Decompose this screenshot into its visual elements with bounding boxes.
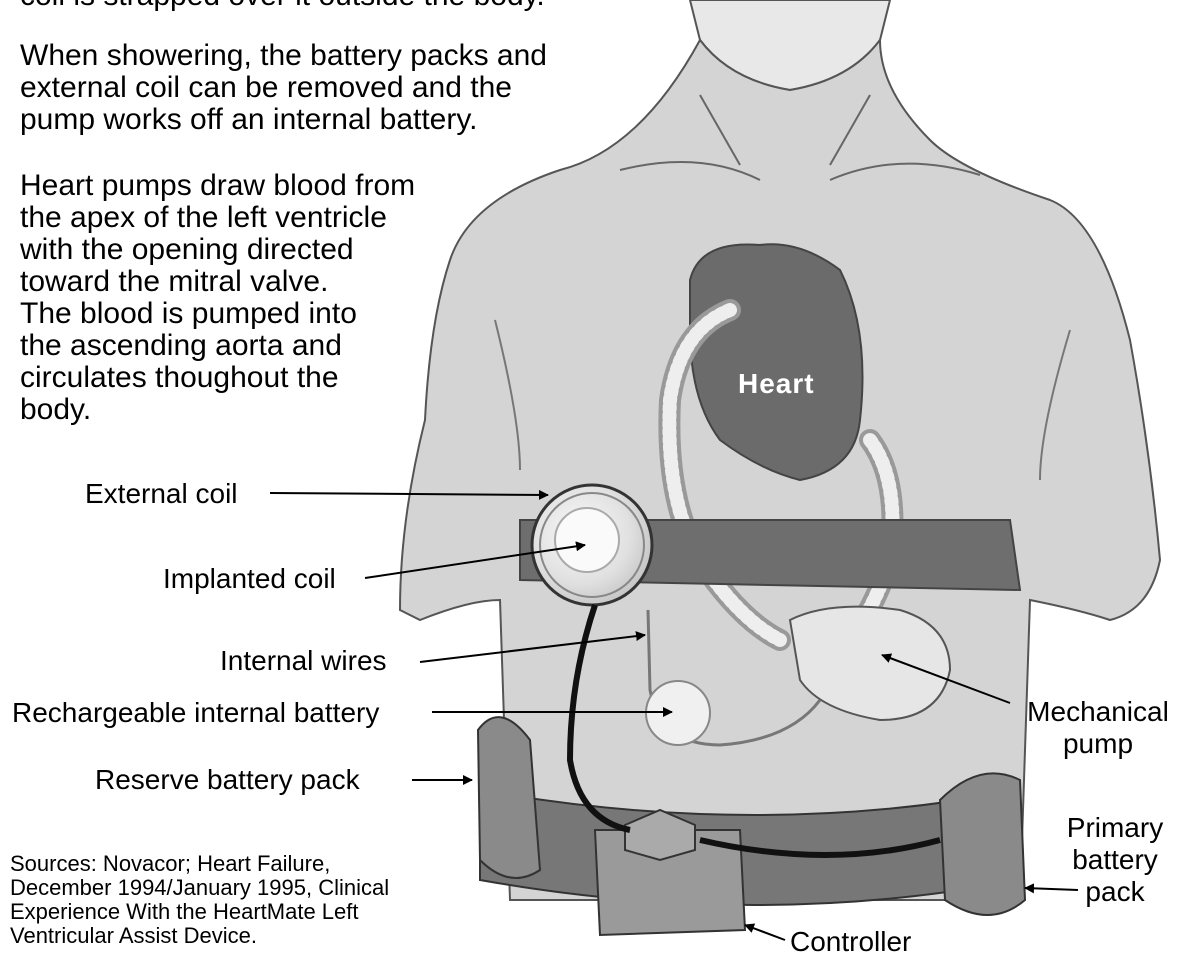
sources-line: Ventricular Assist Device.	[10, 924, 389, 948]
pumps-line: the ascending aorta and	[20, 330, 415, 362]
pumps-line: Heart pumps draw blood from	[20, 170, 415, 202]
primary-battery-pack	[940, 773, 1025, 915]
pumps-paragraph: Heart pumps draw blood from the apex of …	[20, 170, 415, 426]
implanted-coil-label: Implanted coil	[163, 563, 336, 595]
mechanical-pump-label: Mechanical pump	[1018, 696, 1178, 760]
pumps-line: The blood is pumped into	[20, 298, 415, 330]
internal-wires-label: Internal wires	[220, 645, 387, 677]
mechanical-pump-line: pump	[1018, 728, 1178, 760]
showering-line: When showering, the battery packs and	[20, 40, 547, 72]
top-paragraph-fragment: coil is strapped over it outside the bod…	[20, 0, 545, 12]
showering-line: external coil can be removed and the	[20, 72, 547, 104]
pumps-line: with the opening directed	[20, 234, 415, 266]
mechanical-pump-line: Mechanical	[1018, 696, 1178, 728]
internal-battery-label: Rechargeable internal battery	[12, 697, 379, 729]
pumps-line: the apex of the left ventricle	[20, 202, 415, 234]
pumps-line: toward the mitral valve.	[20, 266, 415, 298]
sources-line: Sources: Novacor; Heart Failure,	[10, 852, 389, 876]
primary-battery-label: Primary battery pack	[1050, 812, 1180, 908]
sources-line: Experience With the HeartMate Left	[10, 900, 389, 924]
primary-battery-line: pack	[1050, 876, 1180, 908]
reserve-battery-label: Reserve battery pack	[95, 764, 360, 796]
primary-battery-line: battery	[1050, 844, 1180, 876]
sources-line: December 1994/January 1995, Clinical	[10, 876, 389, 900]
primary-battery-line: Primary	[1050, 812, 1180, 844]
controller-label: Controller	[790, 926, 911, 958]
pumps-line: body.	[20, 394, 415, 426]
pumps-line: circulates thoughout the	[20, 362, 415, 394]
implanted-coil	[555, 508, 619, 572]
sources-note: Sources: Novacor; Heart Failure, Decembe…	[10, 852, 389, 948]
external-coil-label: External coil	[85, 478, 238, 510]
showering-paragraph: When showering, the battery packs and ex…	[20, 40, 547, 136]
heart-label: Heart	[738, 368, 815, 400]
reserve-battery-pack	[478, 717, 540, 878]
showering-line: pump works off an internal battery.	[20, 104, 547, 136]
